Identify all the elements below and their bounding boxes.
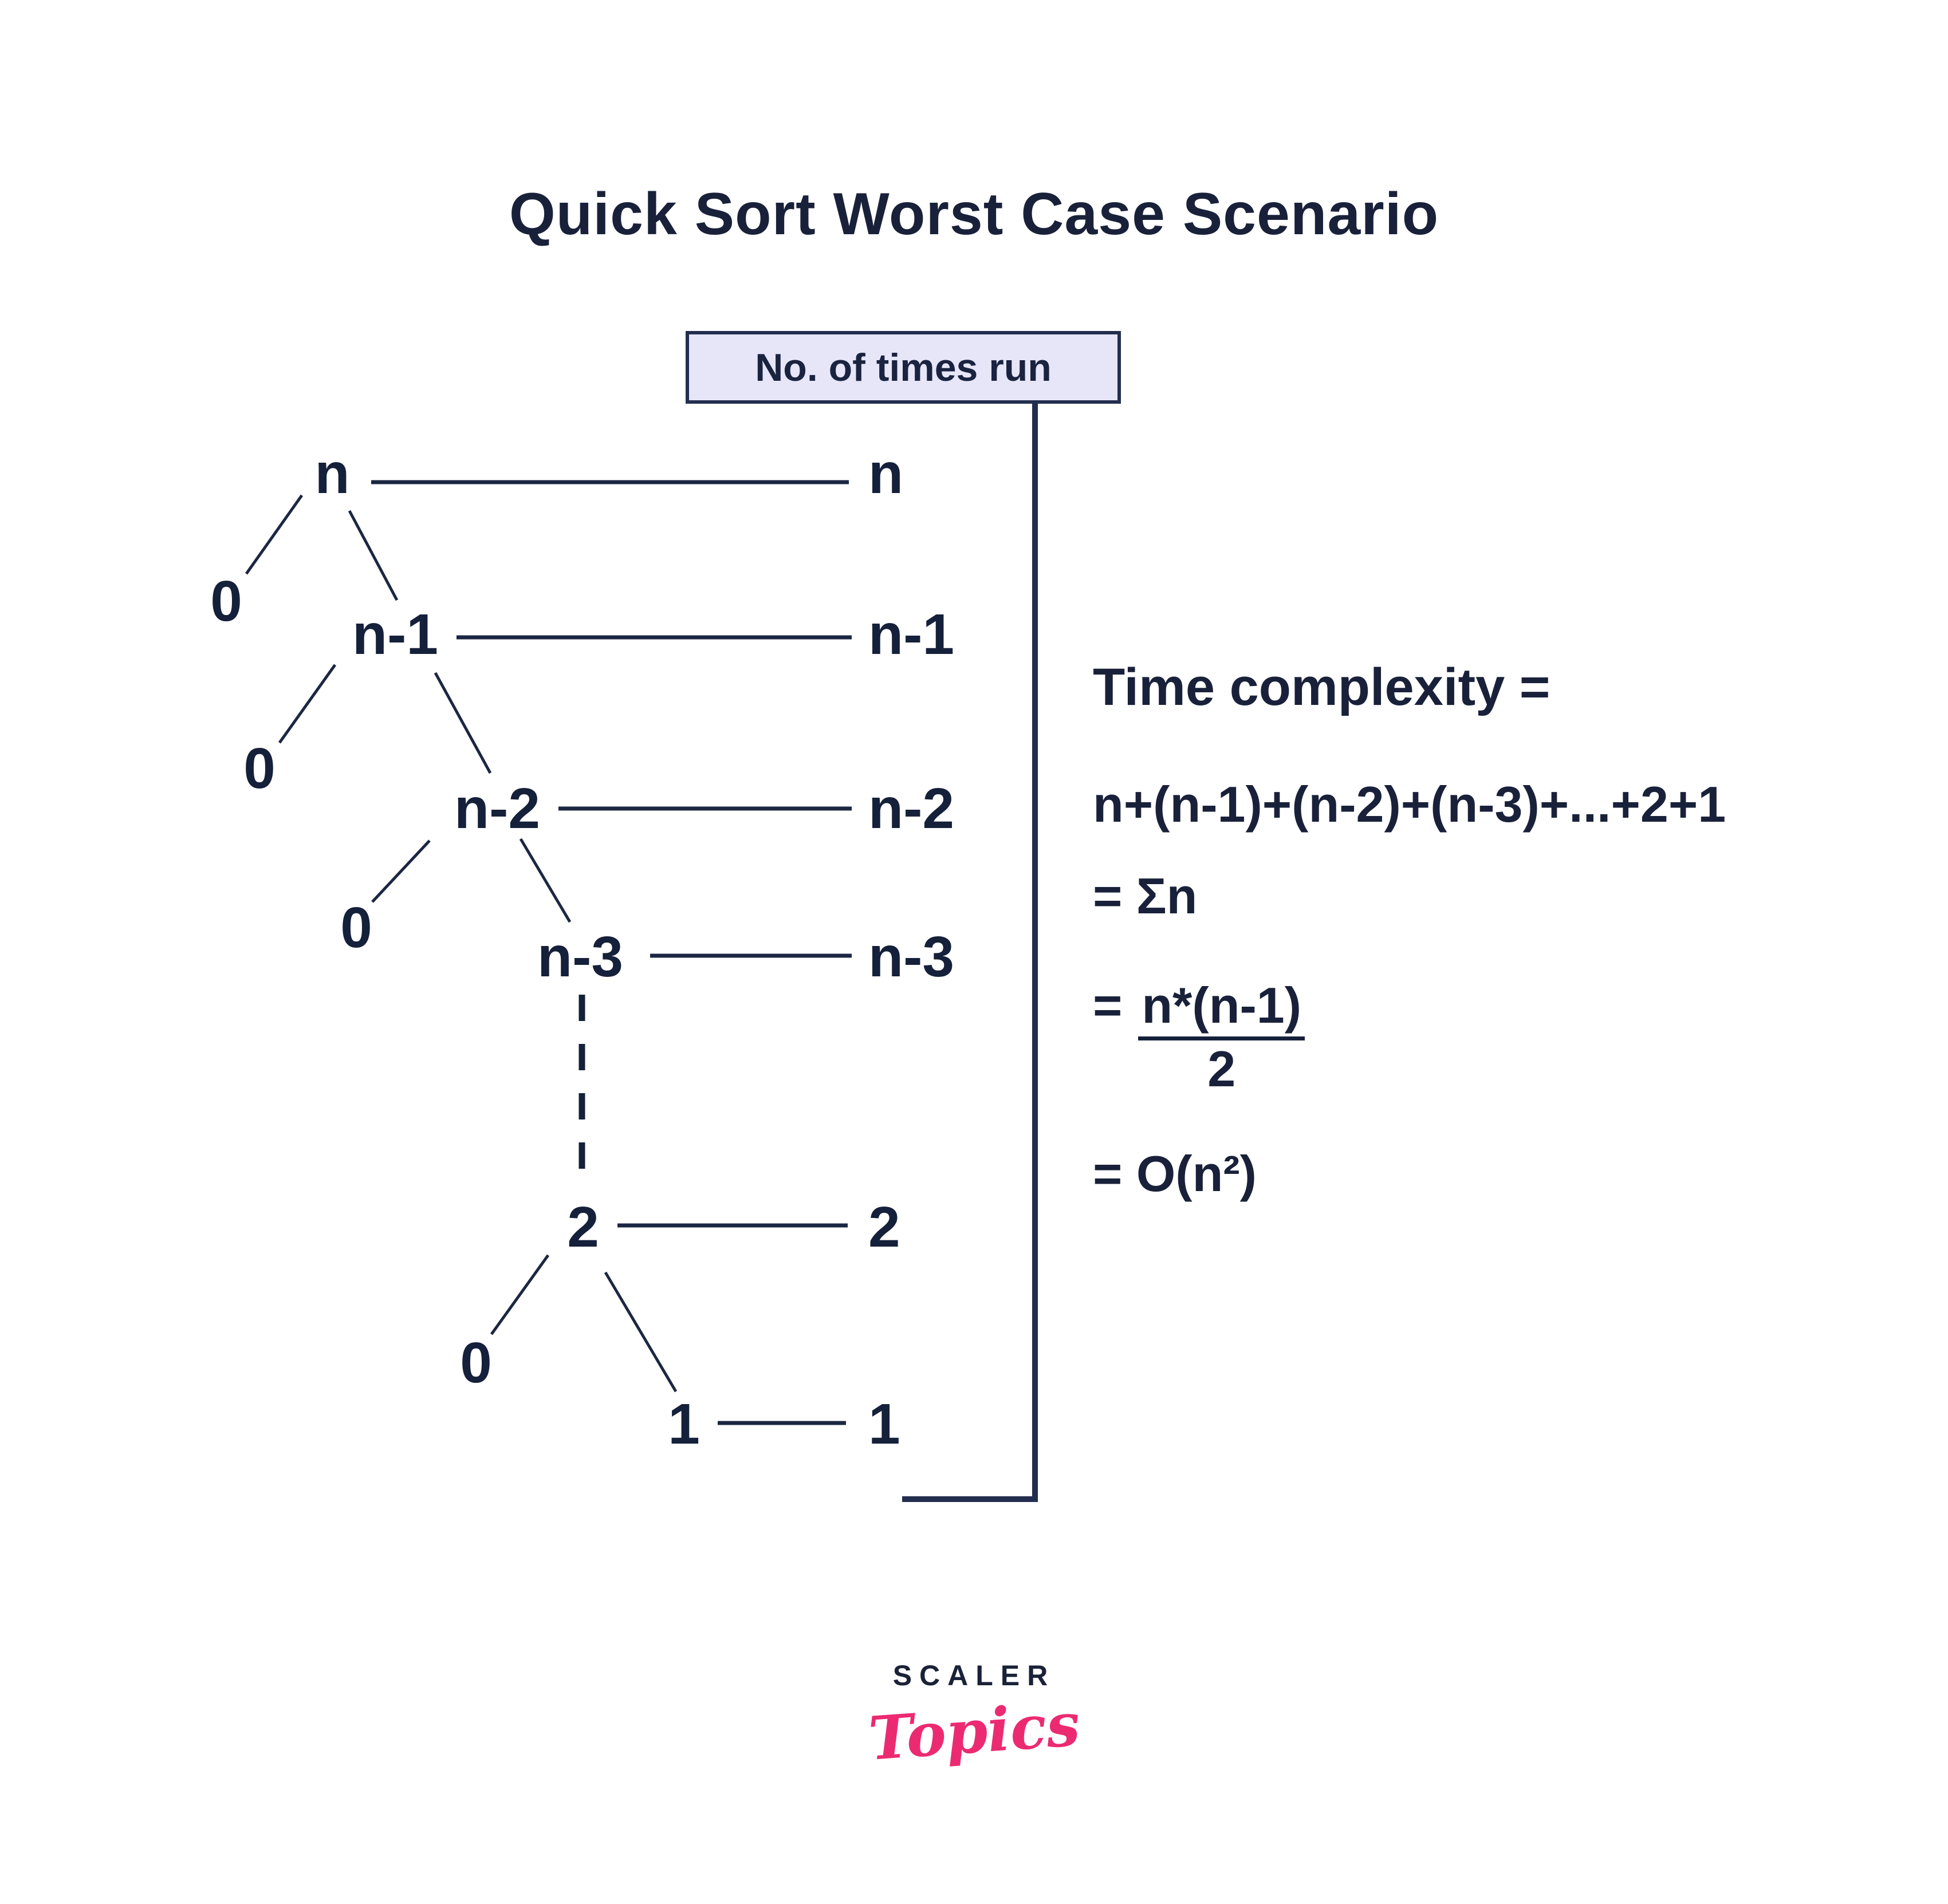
- fraction: n*(n-1) 2: [1138, 980, 1305, 1094]
- times-run-box: No. of times run: [686, 331, 1121, 404]
- times-value-2: 2: [868, 1195, 900, 1259]
- tree-node-n2: n-2: [454, 776, 540, 841]
- times-run-bracket: [902, 404, 1038, 1502]
- tree-node-n3: n-3: [537, 925, 623, 989]
- times-value-1: 1: [868, 1392, 900, 1456]
- complexity-sigma: = Σn: [1093, 868, 1198, 924]
- edge-2-to-zero: [490, 1254, 550, 1335]
- tree-node-2: 2: [567, 1195, 599, 1259]
- tree-node-1: 1: [668, 1392, 700, 1456]
- edge-n-to-n1: [348, 510, 399, 601]
- tree-leaf-zero-2: 0: [243, 736, 276, 801]
- complexity-fraction: = n*(n-1) 2: [1093, 980, 1305, 1094]
- scaler-topics-logo-script: Topics: [866, 1689, 1082, 1774]
- fraction-denominator: 2: [1207, 1040, 1236, 1097]
- time-complexity-heading: Time complexity =: [1093, 658, 1550, 716]
- edge-n2-to-zero: [371, 839, 431, 903]
- fraction-numerator: n*(n-1): [1138, 980, 1305, 1040]
- fraction-equals-sign: =: [1093, 977, 1123, 1034]
- times-value-n3: n-3: [868, 925, 954, 989]
- times-run-box-label: No. of times run: [755, 345, 1052, 389]
- times-value-n2: n-2: [868, 776, 954, 841]
- edge-n1-to-zero: [278, 664, 337, 744]
- tree-leaf-zero-3: 0: [340, 896, 372, 960]
- tree-node-n: n: [314, 441, 350, 506]
- tree-leaf-zero-1: 0: [210, 569, 242, 633]
- edge-n2-to-n3: [519, 838, 572, 923]
- complexity-result: = O(n²): [1093, 1145, 1257, 1202]
- edge-n-to-zero: [245, 494, 304, 575]
- tree-node-n1: n-1: [352, 602, 438, 667]
- page-title: Quick Sort Worst Case Scenario: [509, 181, 1439, 247]
- complexity-expansion: n+(n-1)+(n-2)+(n-3)+...+2+1: [1093, 776, 1726, 833]
- scaler-logo-wordmark: SCALER: [892, 1659, 1056, 1692]
- edge-2-to-1: [604, 1271, 678, 1393]
- edge-n1-to-n2: [434, 672, 492, 774]
- times-value-n: n: [868, 441, 904, 506]
- times-value-n1: n-1: [868, 602, 954, 667]
- tree-leaf-zero-4: 0: [460, 1331, 492, 1395]
